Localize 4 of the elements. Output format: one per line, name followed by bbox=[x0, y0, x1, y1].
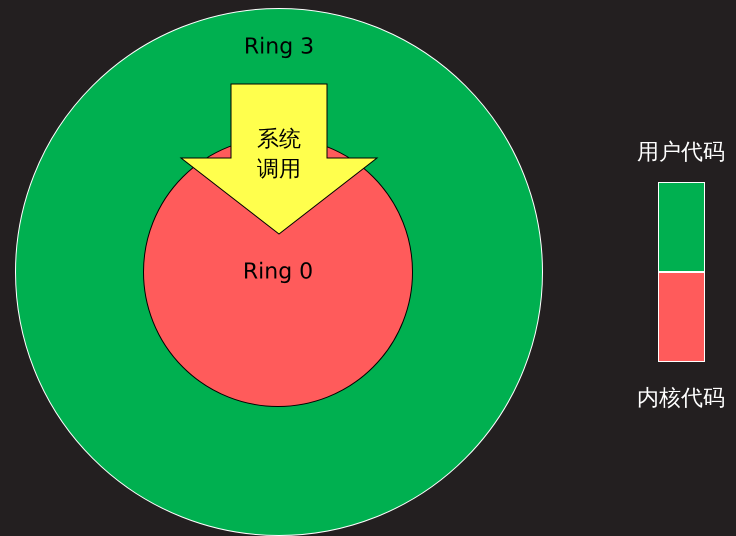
ring-label: Ring 3 bbox=[244, 34, 314, 60]
legend-label: 内核代码 bbox=[637, 385, 725, 413]
legend-label: 用户代码 bbox=[637, 139, 725, 167]
ring-label: Ring 0 bbox=[242, 260, 314, 284]
